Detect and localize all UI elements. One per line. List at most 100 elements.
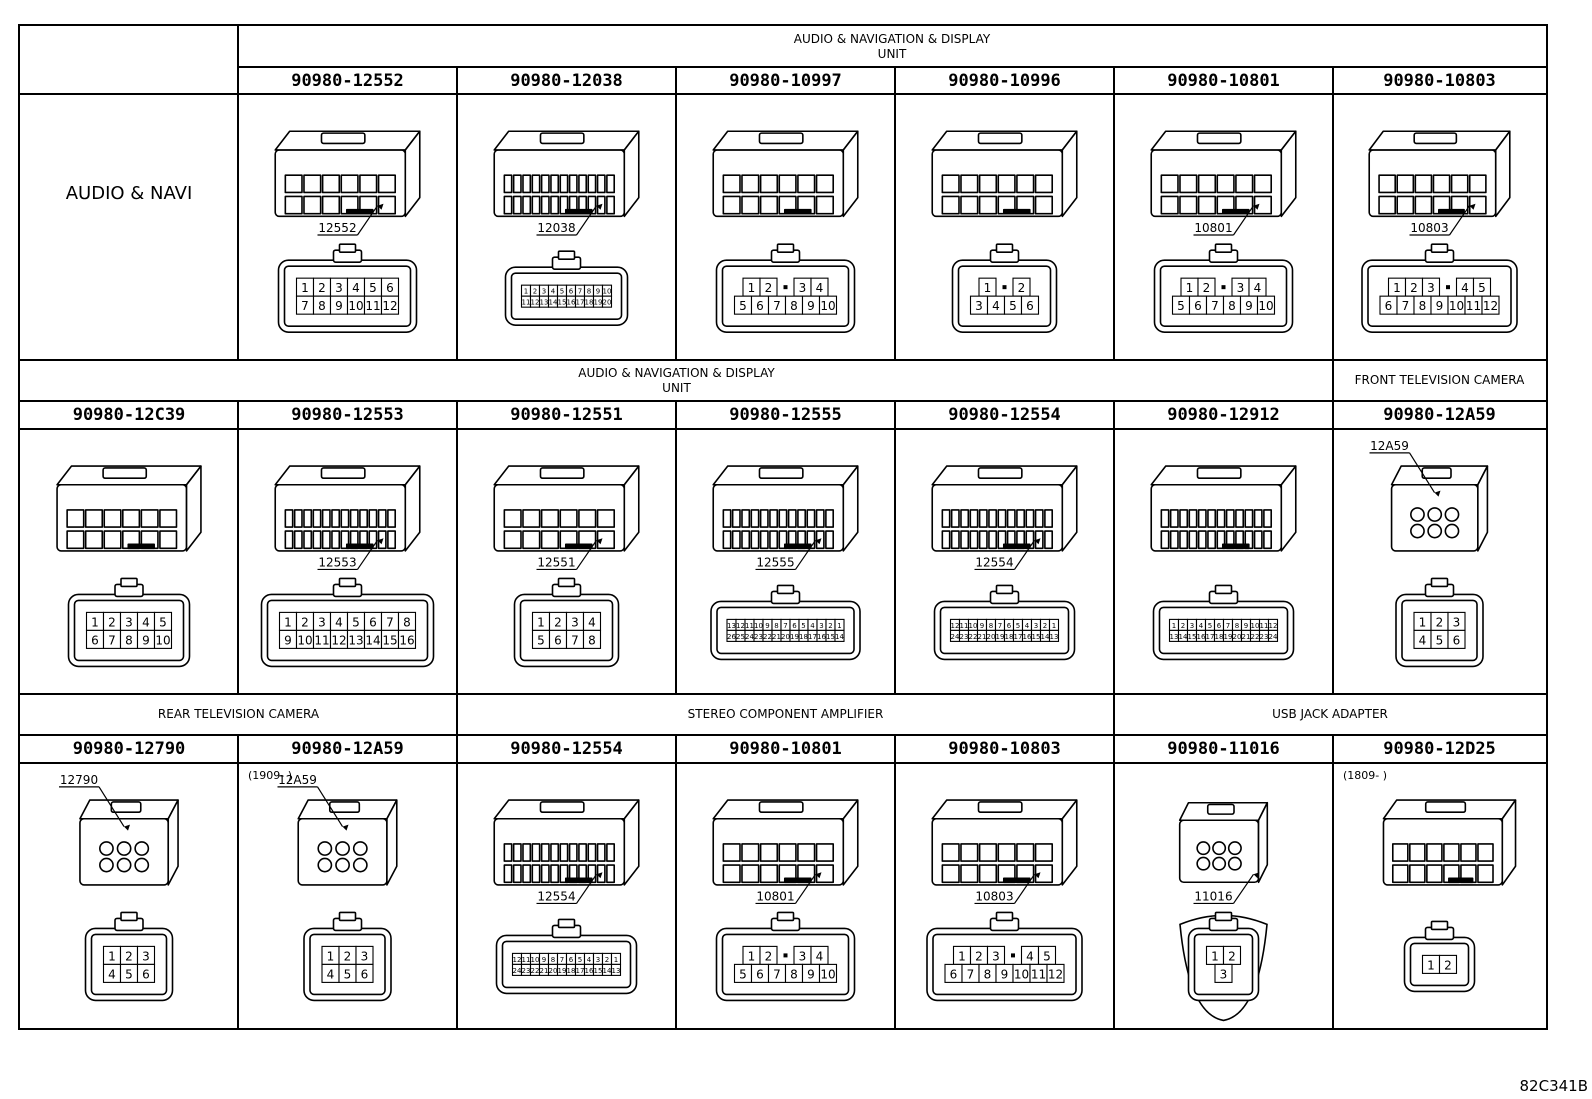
grid-line — [675, 67, 677, 360]
pin-number: 10 — [1449, 299, 1464, 313]
pin-number: 5 — [739, 967, 747, 981]
pin-number: 11 — [1260, 622, 1269, 630]
key-mark — [1446, 285, 1450, 290]
grid-line — [20, 93, 1546, 95]
connector-isometric — [1390, 465, 1489, 552]
pin-number: 15 — [594, 967, 603, 975]
pin-number: 1 — [748, 949, 756, 963]
section-title: AUDIO & NAVIGATION & DISPLAY UNIT — [578, 365, 775, 395]
connector-isometric — [56, 465, 202, 552]
pin-number: 14 — [835, 633, 844, 641]
grid-line — [1332, 360, 1334, 401]
grid-line — [456, 401, 458, 694]
pin-cell — [355, 963, 374, 983]
connector-chart: AUDIO & NAVIGATION & DISPLAY UNIT AUDIO &… — [18, 24, 1548, 1030]
pin-number: 5 — [1009, 299, 1017, 313]
pin-number: 19 — [790, 633, 799, 641]
pin-number: 16 — [567, 299, 576, 307]
connector-isometric — [1368, 130, 1511, 218]
pin-number: 7 — [783, 622, 787, 630]
pin-number: 1 — [91, 615, 99, 629]
pin-number: 6 — [792, 622, 797, 630]
date-range: (1909- ) — [248, 769, 292, 782]
callout: 10801 — [755, 872, 822, 905]
pin-number: 22 — [531, 967, 540, 975]
callout-label: 10801 — [756, 889, 794, 903]
pin-number: 15 — [382, 633, 397, 647]
pin-number: 23 — [960, 633, 969, 641]
connector-isometric — [274, 465, 421, 552]
part-number: 90980-10801 — [729, 739, 842, 759]
pin-cell — [1046, 963, 1065, 983]
pin-number: 22 — [1251, 633, 1260, 641]
pin-number: 4 — [810, 622, 815, 630]
pin-cell — [1020, 295, 1040, 315]
date-range: (1809- ) — [1343, 769, 1387, 782]
pin-number: 4 — [816, 949, 824, 963]
grid-line — [20, 762, 1546, 764]
pin-number: 7 — [386, 615, 394, 629]
grid-line — [675, 401, 677, 694]
pin-number: 15 — [558, 299, 567, 307]
pin-number: 5 — [578, 956, 582, 964]
pin-number: 15 — [826, 633, 835, 641]
section-title: AUDIO & NAVIGATION & DISPLAY UNIT — [793, 31, 991, 61]
pin-number: 21 — [1242, 633, 1251, 641]
pin-number: 2 — [533, 288, 537, 296]
pin-number: 3 — [571, 615, 579, 629]
connector-isometric — [931, 799, 1078, 886]
part-number: 90980-12D25 — [1383, 739, 1496, 759]
grid-line — [456, 735, 458, 1028]
pin-number: 11 — [314, 633, 329, 647]
pin-number: 7 — [560, 956, 564, 964]
pin-number: 2 — [301, 615, 309, 629]
pin-number: 9 — [765, 622, 769, 630]
pin-number: 13 — [612, 967, 621, 975]
pin-number: 7 — [571, 633, 579, 647]
pin-number: 23 — [754, 633, 763, 641]
pin-number: 8 — [989, 622, 993, 630]
pin-number: 3 — [1427, 281, 1435, 295]
part-number: 90980-12A59 — [1383, 405, 1496, 425]
pin-number: 5 — [537, 633, 545, 647]
pin-cell — [397, 629, 417, 649]
pin-number: 14 — [1179, 633, 1188, 641]
pin-number: 5 — [1478, 281, 1486, 295]
pin-number: 1 — [837, 622, 841, 630]
pin-number: 18 — [799, 633, 808, 641]
pin-number: 4 — [551, 288, 556, 296]
pin-number: 8 — [984, 967, 992, 981]
drawing-code: 82C341B — [1519, 1077, 1588, 1095]
pin-number: 8 — [318, 299, 326, 313]
pin-number: 8 — [1228, 299, 1236, 313]
grid-line — [20, 400, 1546, 402]
part-number: 90980-12552 — [291, 70, 404, 91]
grid-line — [20, 359, 1546, 361]
pin-number: 6 — [569, 288, 574, 296]
pin-number: 5 — [1016, 622, 1020, 630]
pin-number: 8 — [403, 615, 411, 629]
callout-label: 12554 — [537, 889, 575, 903]
pin-number: 1 — [984, 281, 992, 295]
part-number: 90980-12554 — [510, 739, 623, 759]
pin-number: 18 — [1005, 633, 1014, 641]
part-number: 90980-12038 — [510, 70, 623, 91]
pin-number: 4 — [352, 281, 360, 295]
pin-number: 3 — [992, 949, 1000, 963]
pin-number: 24 — [513, 967, 522, 975]
pin-number: 22 — [969, 633, 978, 641]
connector-isometric — [493, 130, 640, 218]
pin-number: 8 — [551, 956, 555, 964]
connector-isometric — [493, 465, 640, 552]
pin-number: 11 — [365, 299, 380, 313]
